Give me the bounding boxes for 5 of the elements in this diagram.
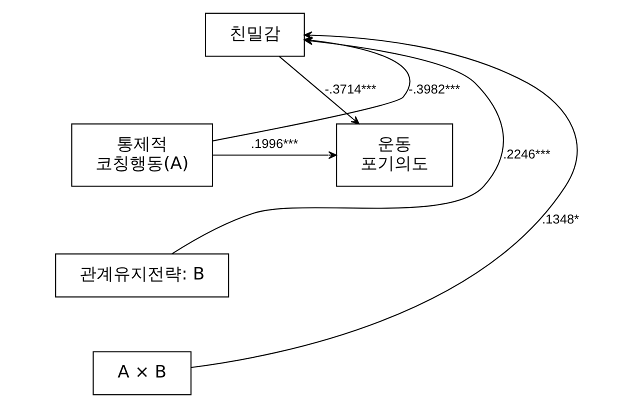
edge-label: -.3714*** (324, 80, 376, 96)
edge-label: .2246*** (502, 146, 550, 161)
edge-label: .1996*** (250, 136, 298, 151)
edge-label: .1348* (541, 210, 579, 226)
edge-label: -.3982*** (408, 80, 460, 96)
